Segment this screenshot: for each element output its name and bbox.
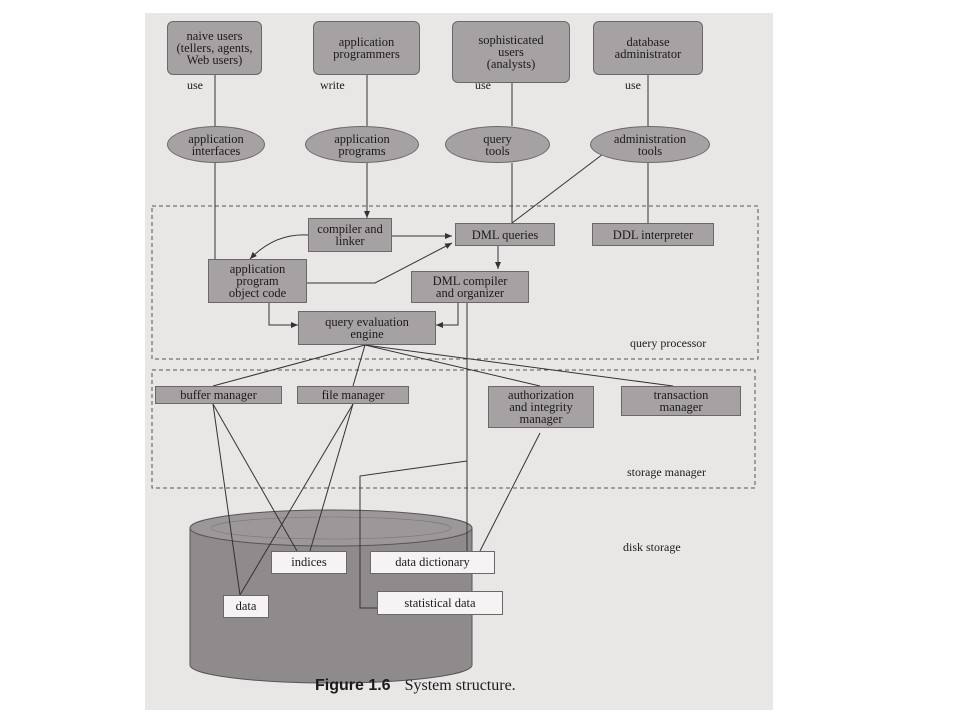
query-tools-oval: query tools — [445, 126, 550, 163]
indices-box: indices — [271, 551, 347, 574]
sophisticated-use-label: use — [475, 78, 491, 92]
data-dictionary-box: data dictionary — [370, 551, 495, 574]
authorization-integrity-manager-box: authorization and integrity manager — [488, 386, 594, 428]
diagram-lines — [151, 75, 759, 684]
sophisticated-users-box: sophisticated users (analysts) — [452, 21, 570, 83]
naive-use-label: use — [187, 78, 203, 92]
figure-page: naive users (tellers, agents, Web users)… — [145, 13, 773, 710]
dml-compiler-box: DML compiler and organizer — [411, 271, 529, 303]
query-processor-label: query processor — [630, 336, 707, 350]
dml-queries-box: DML queries — [455, 223, 555, 246]
figure-number: Figure 1.6 — [315, 677, 391, 694]
buffer-manager-box: buffer manager — [155, 386, 282, 404]
figure-title: System structure. — [404, 677, 516, 694]
data-box: data — [223, 595, 269, 618]
query-evaluation-engine-box: query evaluation engine — [298, 311, 436, 345]
programmers-write-label: write — [320, 78, 345, 92]
storage-manager-region — [151, 369, 756, 489]
transaction-manager-box: transaction manager — [621, 386, 741, 416]
statistical-data-box: statistical data — [377, 591, 503, 615]
object-code-box: application program object code — [208, 259, 307, 303]
query-processor-region — [151, 205, 759, 360]
storage-manager-label: storage manager — [627, 465, 706, 479]
application-programs-oval: application programs — [305, 126, 419, 163]
database-administrator-box: database administrator — [593, 21, 703, 75]
administration-tools-oval: administration tools — [590, 126, 710, 163]
naive-users-box: naive users (tellers, agents, Web users) — [167, 21, 262, 75]
application-interfaces-oval: application interfaces — [167, 126, 265, 163]
file-manager-box: file manager — [297, 386, 409, 404]
figure-caption: Figure 1.6 System structure. — [315, 677, 516, 695]
ddl-interpreter-box: DDL interpreter — [592, 223, 714, 246]
dba-use-label: use — [625, 78, 641, 92]
compiler-linker-box: compiler and linker — [308, 218, 392, 252]
disk-storage-label: disk storage — [623, 540, 681, 554]
application-programmers-box: application programmers — [313, 21, 420, 75]
